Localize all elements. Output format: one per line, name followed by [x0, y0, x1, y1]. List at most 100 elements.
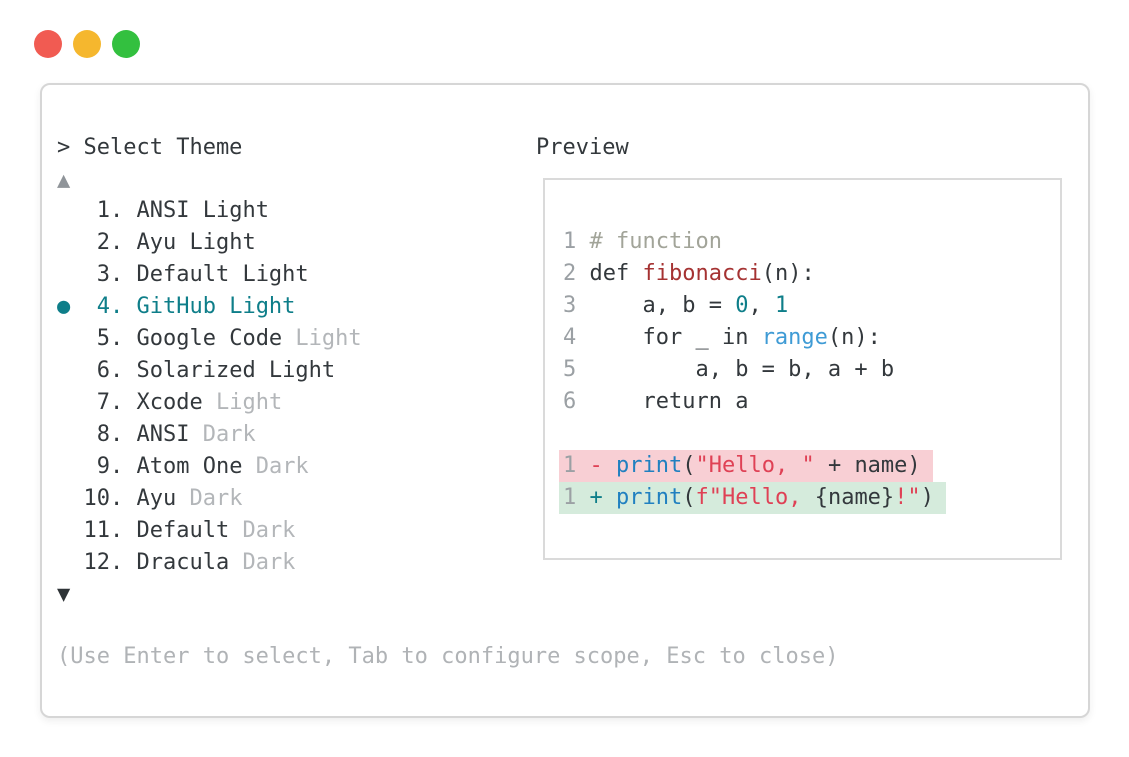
marker-spacer: [57, 390, 84, 415]
theme-variant-suffix: Light: [282, 326, 362, 351]
marker-spacer: [57, 454, 84, 479]
theme-number: 11.: [83, 518, 137, 543]
maximize-button[interactable]: [112, 30, 140, 58]
token-string: "Hello, ": [695, 453, 815, 478]
preview-label: Preview: [536, 135, 629, 160]
theme-name: ANSI Light: [136, 198, 269, 223]
theme-name: Atom One: [136, 454, 243, 479]
theme-option-default[interactable]: 11. Default Dark: [57, 515, 362, 547]
theme-number: 2.: [83, 230, 137, 255]
theme-option-xcode[interactable]: 7. Xcode Light: [57, 387, 362, 419]
marker-spacer: [57, 262, 84, 287]
token-plain: + name): [814, 453, 921, 478]
theme-option-atom-one[interactable]: 9. Atom One Dark: [57, 451, 362, 483]
theme-name: ANSI: [136, 422, 190, 447]
line-number: 3: [563, 293, 590, 318]
marker-spacer: [57, 230, 84, 255]
code-line: 6 return a: [563, 386, 1060, 418]
token-plus: +: [589, 485, 603, 510]
theme-name: GitHub Light: [136, 294, 296, 319]
marker-spacer: [57, 422, 84, 447]
token-plain: [603, 453, 616, 478]
code-line: 4 for _ in range(n):: [563, 322, 1060, 354]
scroll-down-icon[interactable]: ▼: [57, 582, 71, 607]
theme-option-solarized-light[interactable]: 6. Solarized Light: [57, 355, 362, 387]
token-plain: def: [589, 261, 643, 286]
theme-option-github-light[interactable]: ● 4. GitHub Light: [57, 291, 362, 323]
theme-name: Dracula: [136, 550, 230, 575]
line-number: 1: [563, 485, 590, 510]
token-plain: return a: [589, 389, 749, 414]
theme-number: 3.: [83, 262, 137, 287]
theme-variant-suffix: Dark: [176, 486, 243, 511]
line-number: 5: [563, 357, 590, 382]
token-plain: {name}: [814, 485, 895, 510]
theme-number: 8.: [83, 422, 137, 447]
token-plain: ): [920, 485, 934, 510]
token-number: 0: [735, 293, 749, 318]
token-plain: for _ in: [589, 325, 762, 350]
marker-spacer: [57, 358, 84, 383]
select-theme-prompt: > Select Theme: [57, 135, 243, 160]
theme-number: 4.: [83, 294, 137, 319]
scroll-up-icon[interactable]: ▲: [57, 168, 71, 193]
token-call: print: [616, 453, 683, 478]
close-button[interactable]: [34, 30, 62, 58]
marker-spacer: [57, 550, 84, 575]
code-line: 5 a, b = b, a + b: [563, 354, 1060, 386]
token-plain: [603, 485, 616, 510]
line-number: 1: [563, 229, 590, 254]
theme-name: Xcode: [136, 390, 203, 415]
marker-spacer: [57, 198, 84, 223]
token-plain: ,: [748, 293, 775, 318]
marker-spacer: [57, 326, 84, 351]
code-line: 3 a, b = 0, 1: [563, 290, 1060, 322]
diff-line-removed: 1 - print("Hello, " + name): [559, 450, 1060, 482]
token-func: fibonacci: [642, 261, 762, 286]
token-string: f"Hello,: [695, 485, 815, 510]
token-string: !": [894, 485, 921, 510]
theme-option-ansi[interactable]: 8. ANSI Dark: [57, 419, 362, 451]
token-plain: a, b =: [589, 293, 736, 318]
line-number: 2: [563, 261, 590, 286]
theme-number: 7.: [83, 390, 137, 415]
theme-variant-suffix: Dark: [189, 422, 256, 447]
code-line: 2 def fibonacci(n):: [563, 258, 1060, 290]
theme-name: Ayu: [136, 486, 177, 511]
minimize-button[interactable]: [73, 30, 101, 58]
theme-number: 10.: [83, 486, 137, 511]
theme-number: 12.: [83, 550, 137, 575]
code-line: 1 # function: [563, 226, 1060, 258]
token-plain: (: [682, 453, 696, 478]
theme-variant-suffix: Dark: [229, 550, 296, 575]
theme-number: 9.: [83, 454, 137, 479]
theme-option-dracula[interactable]: 12. Dracula Dark: [57, 547, 362, 579]
token-call: print: [616, 485, 683, 510]
theme-variant-suffix: Light: [202, 390, 283, 415]
token-comment: # function: [589, 229, 722, 254]
token-builtin: range: [761, 325, 828, 350]
selected-dot-icon: ●: [57, 294, 84, 319]
marker-spacer: [57, 518, 84, 543]
theme-name: Default: [136, 518, 230, 543]
theme-option-ayu-light[interactable]: 2. Ayu Light: [57, 227, 362, 259]
token-plain: (n):: [827, 325, 881, 350]
theme-name: Default Light: [136, 262, 309, 287]
code-line: [563, 418, 1060, 450]
token-plain: a, b = b, a + b: [589, 357, 895, 382]
token-plain: (: [682, 485, 696, 510]
theme-option-ansi-light[interactable]: 1. ANSI Light: [57, 195, 362, 227]
theme-name: Solarized Light: [136, 358, 336, 383]
theme-picker-dialog: > Select Theme Preview ▲ 1. ANSI Light 2…: [40, 83, 1090, 718]
theme-option-google-code[interactable]: 5. Google Code Light: [57, 323, 362, 355]
theme-option-default-light[interactable]: 3. Default Light: [57, 259, 362, 291]
theme-number: 6.: [83, 358, 137, 383]
token-plain: (n):: [761, 261, 815, 286]
theme-name: Ayu Light: [136, 230, 256, 255]
line-number: 1: [563, 453, 590, 478]
theme-option-ayu[interactable]: 10. Ayu Dark: [57, 483, 362, 515]
window-controls: [34, 30, 140, 58]
